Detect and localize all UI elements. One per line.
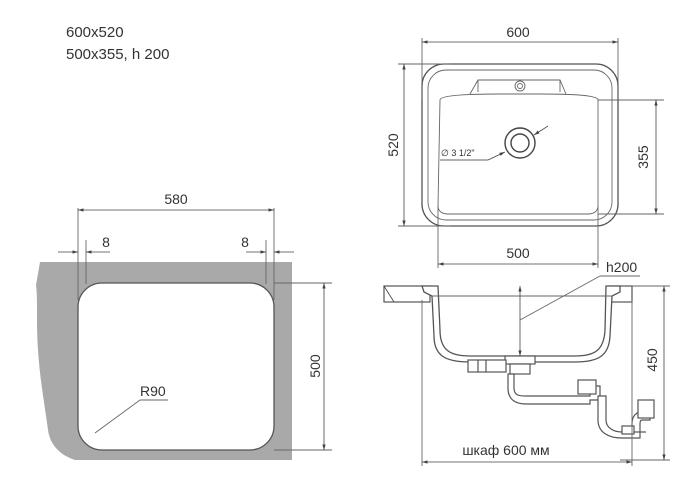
cutout-height-label: 500: [307, 354, 323, 378]
sink-size-text: 600x520: [66, 24, 124, 41]
depth-label: h200: [606, 259, 637, 275]
cutout-view: 580 8 8 500 R90: [36, 191, 332, 460]
cabinet-label: шкаф 600 мм: [462, 442, 549, 458]
sink-inner-rim: [427, 69, 613, 221]
right-margin-label: 8: [241, 234, 249, 250]
bowl-width-label: 500: [506, 245, 530, 261]
drain-diameter-label: ∅ 3 1/2": [441, 148, 475, 158]
drain-inner: [510, 133, 530, 153]
total-height-label: 450: [644, 348, 660, 372]
tap-hole: [514, 80, 526, 92]
bowl-size-text: 500x355, h 200: [66, 46, 170, 63]
radius-label: R90: [140, 383, 166, 399]
drain-outer: [504, 127, 536, 159]
top-view: ∅ 3 1/2" 600 520 355 500: [385, 24, 664, 268]
bowl-outline: [437, 93, 599, 215]
bowl-height-label: 355: [635, 145, 651, 169]
side-view: h200 450 шкаф 600 мм: [383, 259, 670, 466]
left-margin-label: 8: [102, 234, 110, 250]
siphon: [467, 355, 655, 439]
bowl-section: [421, 285, 621, 363]
sink-width-label: 600: [506, 24, 530, 40]
sink-height-label: 520: [385, 133, 401, 157]
cutout-width-label: 580: [164, 191, 188, 207]
cutout-opening: [77, 282, 275, 451]
sink-outline: [421, 63, 619, 227]
